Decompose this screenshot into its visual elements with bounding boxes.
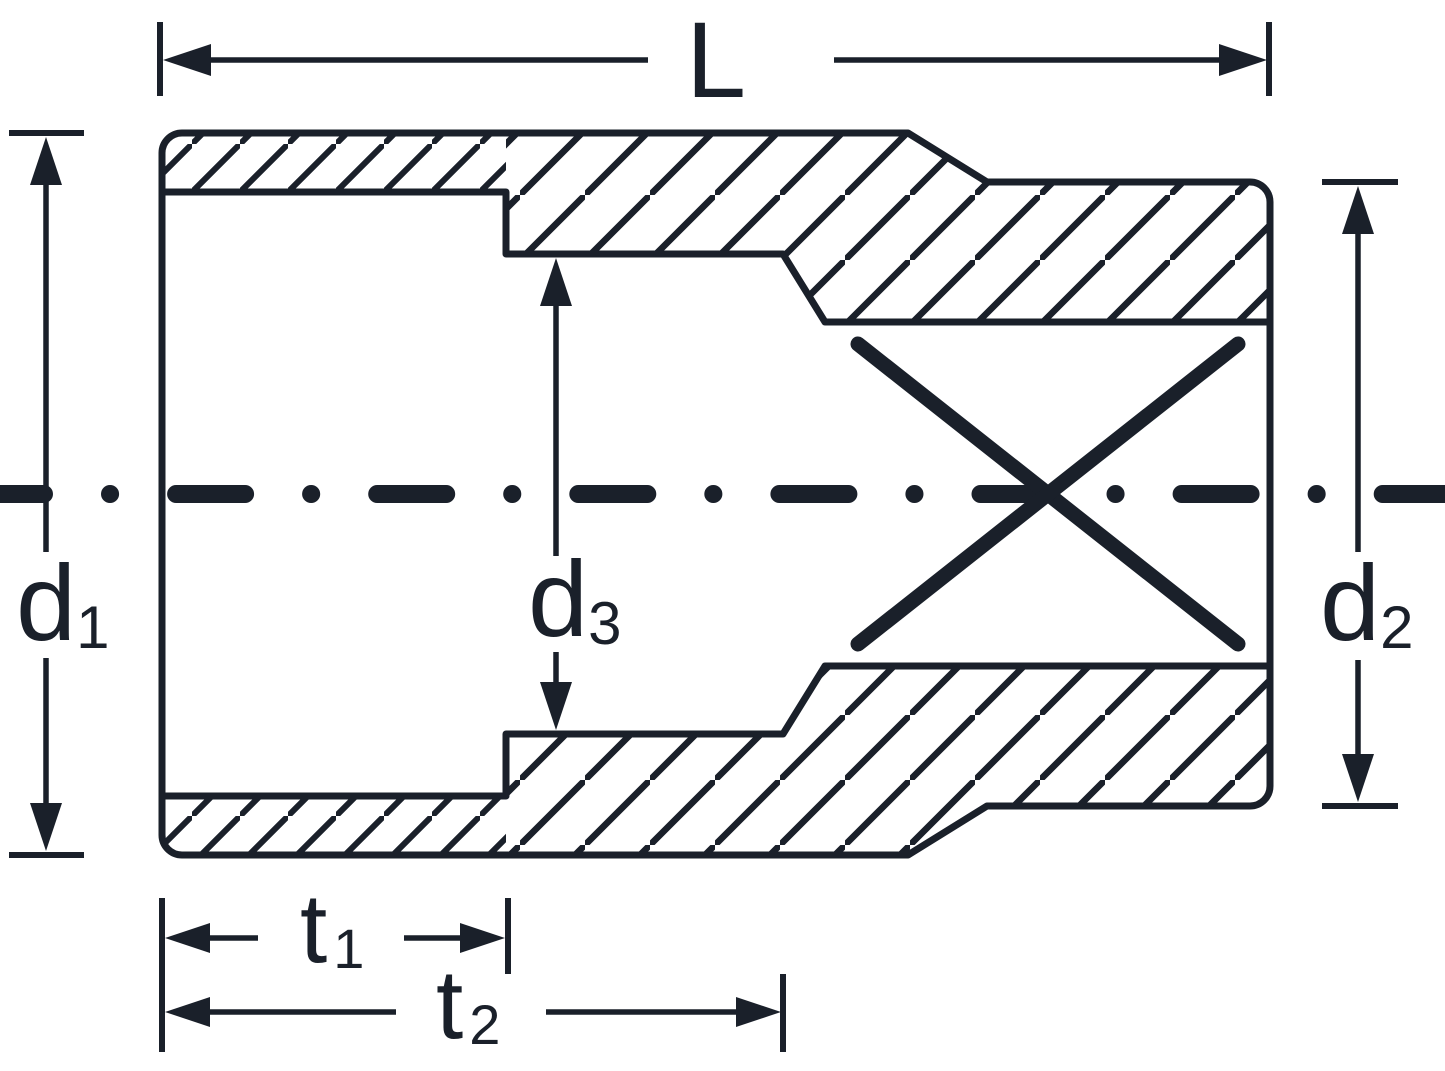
- arrowhead-d1-top: [30, 137, 62, 185]
- arrowhead-t1-left: [165, 923, 210, 953]
- dimension-d1: d1: [9, 130, 109, 858]
- arrowhead-d3-bottom: [540, 682, 572, 730]
- section-hatching: [162, 133, 1270, 855]
- hatch-region-top-right: [506, 133, 1270, 322]
- hatch-region-bottom-left: [162, 796, 506, 855]
- dimension-d2: d2: [1320, 179, 1413, 809]
- arrowhead-d2-bottom: [1342, 754, 1374, 802]
- dimension-label-d2: d2: [1320, 542, 1413, 663]
- arrowhead-d3-top: [540, 258, 572, 306]
- inner-bore-profile-bottom: [162, 662, 1270, 800]
- arrowhead-d1-bottom: [30, 803, 62, 851]
- outer-profile: [158, 129, 1274, 859]
- dimension-d3: d3: [528, 258, 621, 730]
- arrowhead-d2-top: [1342, 186, 1374, 234]
- dimension-label-d1: d1: [16, 542, 109, 663]
- inner-bore-profile-top: [162, 188, 1270, 326]
- dimension-label-d3: d3: [528, 538, 621, 659]
- dimension-label-L: L: [686, 0, 746, 120]
- arrowhead-L-left: [163, 44, 211, 76]
- socket-body: [158, 129, 1274, 859]
- arrowhead-t1-right: [460, 923, 505, 953]
- square-drive-cavity-cross: [850, 336, 1246, 652]
- arrowhead-L-right: [1219, 44, 1267, 76]
- hatch-region-bottom-right: [506, 666, 1270, 855]
- arrowhead-t2-right: [736, 997, 781, 1027]
- dimension-L: L: [157, 0, 1272, 120]
- arrowhead-t2-left: [165, 997, 210, 1027]
- hatch-region-top-left: [162, 133, 506, 192]
- drive-cross-line-2: [850, 336, 1246, 652]
